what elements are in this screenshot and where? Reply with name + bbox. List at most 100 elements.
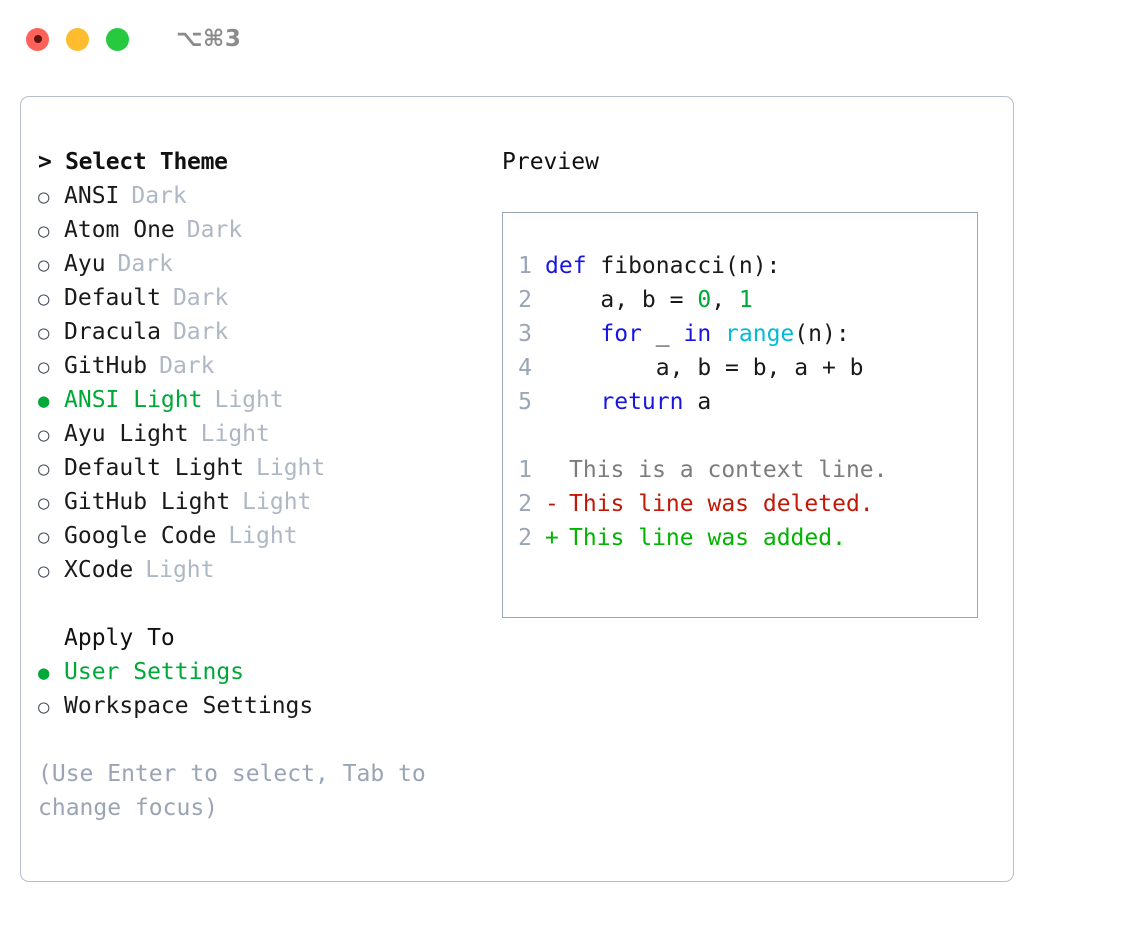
radio-unselected-icon: ○	[38, 186, 50, 208]
maximize-window-button[interactable]	[106, 27, 129, 51]
diff-marker: -	[545, 491, 559, 517]
theme-name-label: Ayu	[64, 251, 106, 277]
theme-name-label: ANSI Light	[64, 387, 203, 413]
code-line-content: a, b = 0, 1	[545, 283, 753, 317]
apply-to-heading: Apply To	[64, 625, 175, 651]
code-token-plain: a, b = b, a + b	[545, 355, 864, 381]
theme-name-label: ANSI	[64, 183, 120, 209]
radio-unselected-icon: ○	[38, 492, 50, 514]
theme-list-item[interactable]: ○ Atom One Dark	[38, 213, 478, 247]
code-token-kw: return	[545, 389, 684, 415]
code-token-kw: in	[683, 321, 712, 347]
theme-name-label: Ayu Light	[64, 421, 189, 447]
diff-sample: 1 This is a context line.2-This line was…	[503, 453, 977, 555]
theme-list-item[interactable]: ● ANSI Light Light	[38, 383, 478, 417]
theme-name-label: GitHub Light	[64, 489, 231, 515]
theme-name-label: Default Light	[64, 455, 245, 481]
code-token-plain	[711, 321, 725, 347]
apply-to-option[interactable]: ○ Workspace Settings	[38, 689, 478, 723]
apply-to-option-label: Workspace Settings	[64, 693, 314, 719]
theme-variant-badge: Dark	[172, 285, 229, 311]
diff-line-number: 1	[518, 457, 532, 483]
code-token-plain: (n):	[794, 321, 850, 347]
keyboard-hint-text: (Use Enter to select, Tab to change focu…	[38, 761, 426, 821]
code-token-kw: for	[545, 321, 642, 347]
theme-variant-badge: Dark	[159, 353, 215, 379]
preview-heading: Preview	[502, 149, 599, 175]
apply-to-option-label: User Settings	[64, 659, 245, 685]
diff-marker	[545, 453, 569, 487]
code-line-content: for _ in range(n):	[545, 317, 850, 351]
theme-list-item[interactable]: ○ ANSI Dark	[38, 179, 478, 213]
code-token-plain: a	[683, 389, 712, 415]
diff-line-content: This is a context line.	[569, 457, 888, 483]
code-line: 4 a, b = b, a + b	[503, 351, 977, 385]
theme-variant-badge: Dark	[131, 183, 187, 209]
theme-name-label: Default	[64, 285, 161, 311]
diff-line: 1 This is a context line.	[503, 453, 977, 487]
diff-line-content: This line was deleted.	[569, 491, 874, 517]
code-token-plain: ,	[711, 287, 739, 313]
code-line: 5 return a	[503, 385, 977, 419]
theme-variant-badge: Dark	[117, 251, 173, 277]
diff-marker: +	[545, 525, 559, 551]
diff-line: 2+This line was added.	[503, 521, 977, 555]
theme-name-label: XCode	[64, 557, 134, 583]
radio-unselected-icon: ○	[38, 526, 50, 548]
theme-variant-badge: Dark	[186, 217, 243, 243]
diff-line: 2-This line was deleted.	[503, 487, 977, 521]
keyboard-shortcut-label: ⌥⌘3	[176, 26, 242, 52]
theme-list-item[interactable]: ○ Ayu Dark	[38, 247, 478, 281]
recording-indicator-icon	[33, 35, 42, 43]
code-token-num: 1	[738, 287, 753, 313]
code-line-content: return a	[545, 385, 711, 419]
code-token-plain: fibonacci(n):	[600, 253, 781, 279]
code-token-fn: range	[725, 321, 795, 347]
code-token-kw: def	[545, 253, 601, 279]
theme-name-label: GitHub	[64, 353, 148, 379]
radio-unselected-icon: ○	[38, 254, 50, 276]
theme-variant-badge: Light	[256, 455, 326, 481]
section-spacer	[38, 587, 478, 621]
titlebar: ⌥⌘3	[0, 0, 1140, 78]
theme-variant-badge: Light	[242, 489, 312, 515]
code-line: 2 a, b = 0, 1	[503, 283, 977, 317]
radio-unselected-icon: ○	[38, 322, 50, 344]
code-line-number: 1	[518, 253, 532, 279]
minimize-window-button[interactable]	[66, 27, 89, 51]
theme-variant-badge: Light	[214, 387, 284, 413]
radio-selected-icon: ●	[38, 662, 50, 684]
code-token-num: 0	[697, 287, 712, 313]
radio-unselected-icon: ○	[38, 696, 50, 718]
theme-name-label: Atom One	[64, 217, 175, 243]
diff-spacer	[503, 419, 977, 453]
radio-unselected-icon: ○	[38, 458, 50, 480]
theme-list-item[interactable]: ○ GitHub Light Light	[38, 485, 478, 519]
code-token-plain: _	[641, 321, 684, 347]
theme-list-item[interactable]: ○ Default Light Light	[38, 451, 478, 485]
theme-name-label: Dracula	[64, 319, 161, 345]
apply-to-option[interactable]: ● User Settings	[38, 655, 478, 689]
radio-unselected-icon: ○	[38, 560, 50, 582]
code-line-number: 2	[518, 287, 532, 313]
code-line-content: def fibonacci(n):	[545, 249, 780, 283]
apply-to-radio-group: ● User Settings ○ Workspace Settings	[38, 655, 478, 723]
close-window-button[interactable]	[26, 27, 49, 51]
code-line-number: 4	[518, 355, 532, 381]
radio-unselected-icon: ○	[38, 424, 50, 446]
code-line-number: 5	[518, 389, 532, 415]
radio-selected-icon: ●	[38, 390, 50, 412]
radio-unselected-icon: ○	[38, 220, 50, 242]
diff-line-content: This line was added.	[569, 525, 846, 551]
code-line: 1 def fibonacci(n):	[503, 249, 977, 283]
